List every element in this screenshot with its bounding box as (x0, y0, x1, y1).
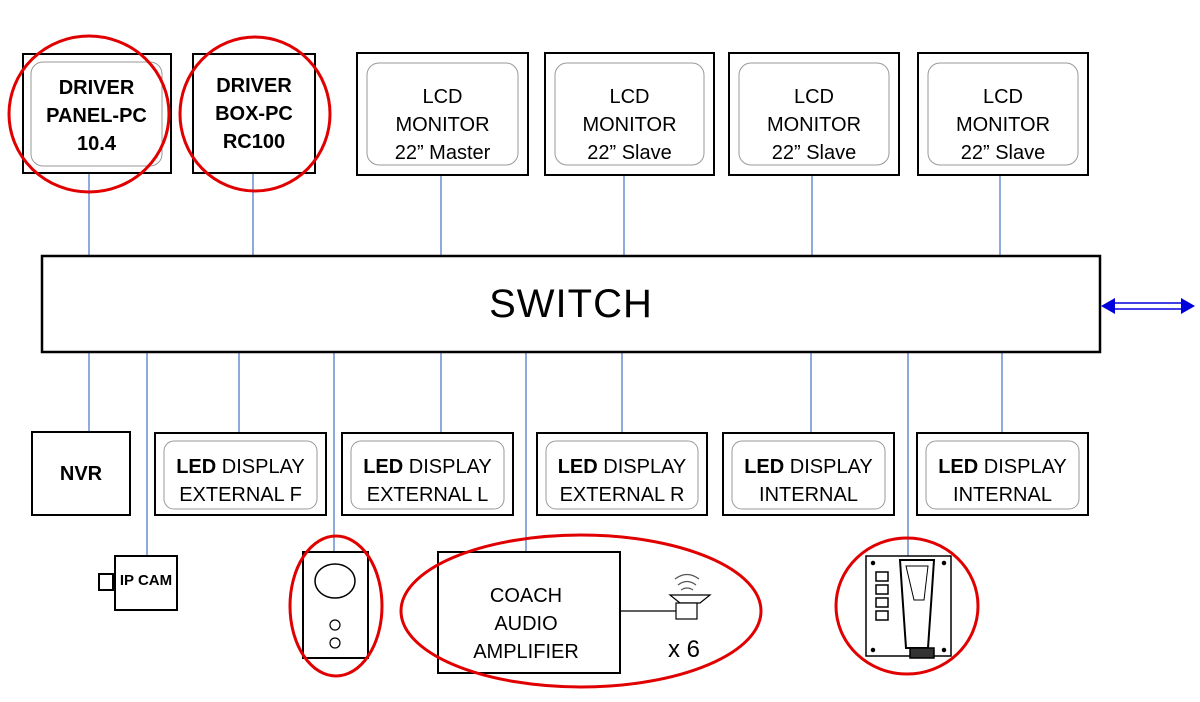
bottom-device-boxes (31, 431, 1089, 516)
speaker-count-label: x 6 (668, 636, 701, 663)
lcd-slave-2-inner (738, 62, 890, 166)
lcd-slave-3-label: LCD MONITOR 22” Slave (955, 86, 1051, 164)
led-ext-l-label: LED DISPLAY EXTERNAL L (363, 456, 492, 506)
highlight-pedal (834, 536, 980, 676)
led-int-2-label: LED DISPLAY INTERNAL (938, 456, 1067, 506)
lcd-slave-1-label: LCD MONITOR 22” Slave (582, 86, 677, 164)
led-int-1-label: LED DISPLAY INTERNAL (744, 456, 873, 506)
driver-box-pc-outer (192, 53, 316, 174)
led-int-1-inner (731, 440, 886, 510)
lcd-slave-1-inner (554, 62, 705, 166)
ip-cam-label: IP CAM (119, 572, 173, 589)
switch-label: SWITCH (489, 282, 653, 326)
ip-cam-icon (98, 555, 178, 611)
highlight-intercom (288, 534, 384, 678)
nvr-box (31, 431, 131, 516)
highlight-driver-box-pc (178, 35, 332, 193)
led-ext-l-inner (350, 440, 505, 510)
driver-panel-pc-label: DRIVER PANEL-PC 10.4 (46, 77, 147, 155)
lcd-slave-3-inner (927, 62, 1079, 166)
amplifier-label: COACH AUDIO AMPLIFIER (473, 585, 579, 663)
led-ext-f-label: LED DISPLAY EXTERNAL F (176, 456, 305, 506)
uplink-double-arrow (1101, 298, 1195, 314)
driver-box-pc-label: DRIVER BOX-PC RC100 (215, 75, 293, 153)
speaker-icon (668, 573, 712, 620)
nvr-label: NVR (59, 463, 103, 485)
led-ext-r-inner (545, 440, 699, 510)
driver-panel-pc-inner (30, 61, 163, 167)
lcd-master-inner (366, 62, 519, 166)
led-ext-f-inner (163, 440, 318, 510)
lcd-slave-2-label: LCD MONITOR 22” Slave (766, 86, 862, 164)
led-int-2-inner (925, 440, 1080, 510)
top-device-boxes (22, 52, 1089, 176)
led-ext-r-label: LED DISPLAY EXTERNAL R (557, 456, 687, 506)
highlight-ellipses (7, 34, 980, 689)
highlight-driver-panel-pc (7, 34, 171, 194)
highlight-amplifier (399, 533, 763, 689)
switch-box (40, 254, 1102, 354)
amplifier-box (437, 551, 621, 674)
foot-pedal-panel-icon (865, 555, 952, 659)
intercom-device-icon (302, 551, 369, 659)
connection-lines (88, 172, 1003, 556)
lcd-master-label: LCD MONITOR 22” Master (394, 86, 491, 164)
